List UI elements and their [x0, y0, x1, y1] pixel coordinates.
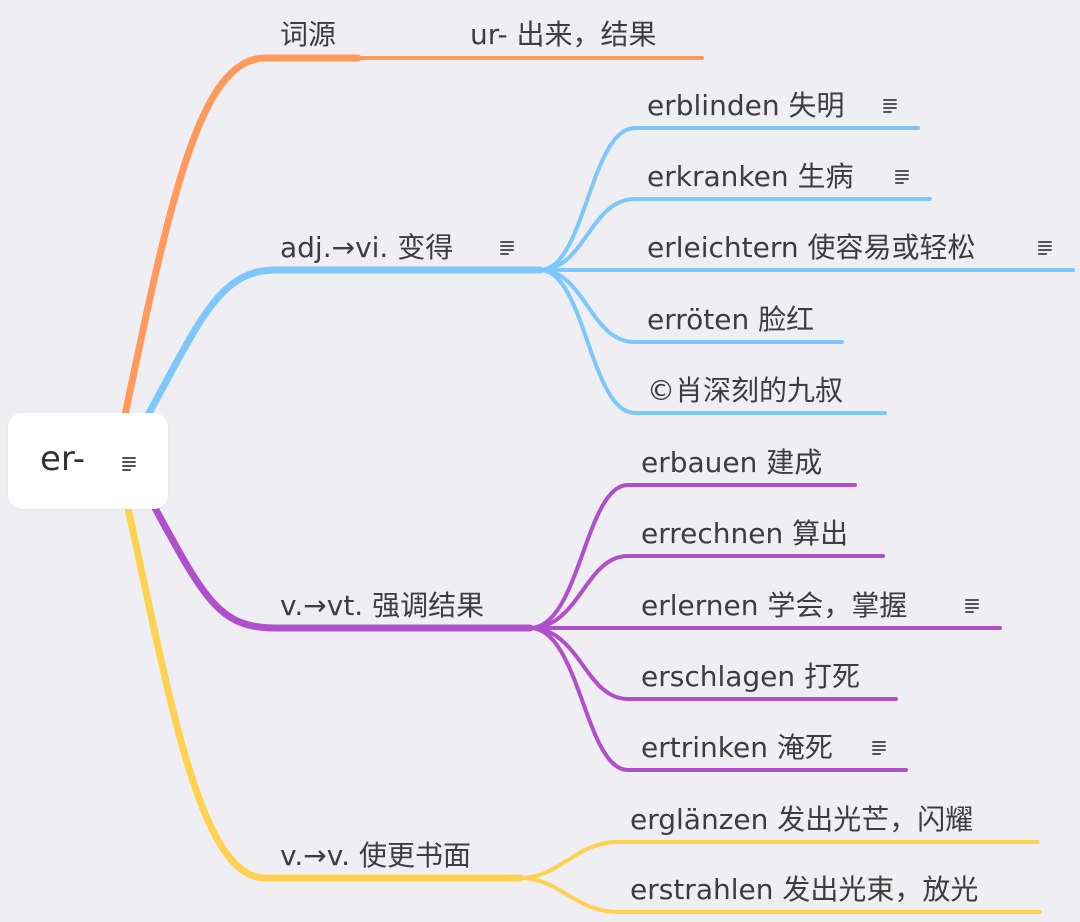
vt-child-erschlagen[interactable]: erschlagen 打死 — [641, 660, 861, 693]
vt-child-erbauen[interactable]: erbauen 建成 — [641, 446, 823, 479]
v-children-connectors — [518, 840, 1042, 914]
note-icon[interactable] — [1038, 241, 1052, 255]
note-icon[interactable] — [500, 241, 514, 255]
connector-root-origin — [121, 54, 362, 419]
branch-adj-label[interactable]: adj.→vi. 变得 — [280, 231, 454, 264]
vt-child-erlernen[interactable]: erlernen 学会，掌握 — [641, 589, 908, 622]
note-icon[interactable] — [872, 741, 886, 755]
note-icon[interactable] — [965, 599, 979, 613]
v-child-erstrahlen[interactable]: erstrahlen 发出光束，放光 — [630, 873, 979, 906]
note-icon[interactable] — [122, 457, 136, 471]
branch-origin-label[interactable]: 词源 — [280, 18, 337, 51]
branch-v-label[interactable]: v.→v. 使更书面 — [280, 839, 471, 872]
note-icon[interactable] — [883, 99, 897, 113]
root-label: er- — [40, 439, 85, 479]
connector-root-adj — [144, 266, 544, 419]
adj-child-erroten[interactable]: erröten 脸红 — [647, 303, 815, 336]
connector-root-vt — [151, 504, 534, 632]
vt-child-errechnen[interactable]: errechnen 算出 — [641, 517, 849, 550]
adj-children-connectors — [538, 126, 1075, 415]
adj-child-erblinden[interactable]: erblinden 失明 — [647, 89, 845, 122]
note-icon[interactable] — [895, 170, 909, 184]
connector-root-v — [124, 504, 524, 882]
adj-child-copyright[interactable]: ©肖深刻的九叔 — [647, 374, 844, 407]
adj-child-erleichtern[interactable]: erleichtern 使容易或轻松 — [647, 231, 976, 264]
v-child-erglanzen[interactable]: erglänzen 发出光芒，闪耀 — [630, 803, 974, 836]
root-node[interactable]: er- — [8, 413, 168, 509]
branch-vt-label[interactable]: v.→vt. 强调结果 — [280, 589, 485, 622]
vt-child-ertrinken[interactable]: ertrinken 淹死 — [641, 731, 833, 764]
vt-children-connectors — [528, 483, 1002, 772]
branch-origin-detail[interactable]: ur- 出来，结果 — [470, 18, 657, 51]
adj-child-erkranken[interactable]: erkranken 生病 — [647, 160, 854, 193]
